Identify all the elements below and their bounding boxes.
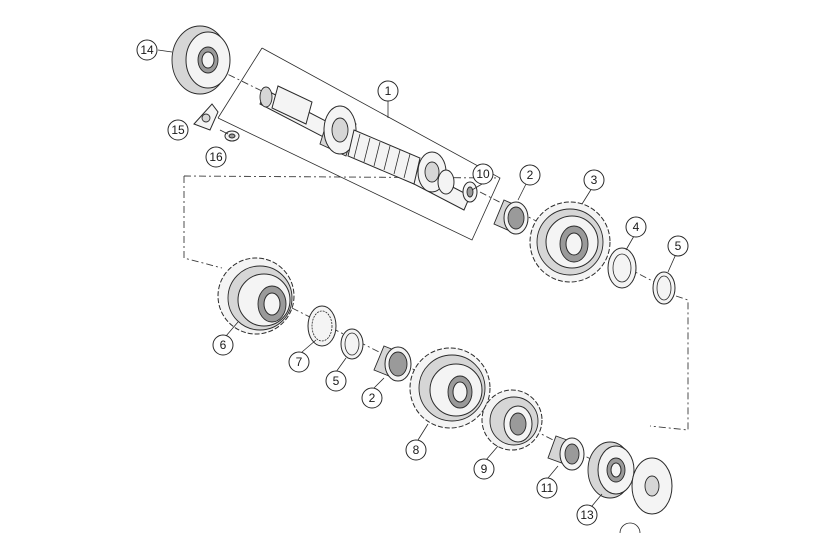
callout-5-upper: 5 xyxy=(667,235,689,257)
callout-16: 16 xyxy=(205,146,227,168)
svg-text:9: 9 xyxy=(481,462,488,476)
callout-1: 1 xyxy=(377,80,399,102)
callout-2-upper: 2 xyxy=(519,164,541,186)
callout-partial-bottom xyxy=(619,522,641,534)
callout-14: 14 xyxy=(136,39,158,61)
svg-text:14: 14 xyxy=(140,43,154,57)
leader-lines xyxy=(157,49,677,507)
gear-part-9 xyxy=(481,389,543,451)
thrust-washer-end xyxy=(631,457,673,515)
gear-part-8 xyxy=(409,347,491,429)
bearing-part-13 xyxy=(587,441,635,499)
callout-11: 11 xyxy=(536,477,558,499)
locking-plate-part-15 xyxy=(193,103,219,131)
svg-text:6: 6 xyxy=(220,338,227,352)
axis-line-upper xyxy=(214,67,269,95)
svg-text:13: 13 xyxy=(580,508,594,522)
toothed-washer-part-7 xyxy=(307,305,337,347)
callout-7: 7 xyxy=(288,351,310,373)
svg-text:3: 3 xyxy=(591,173,598,187)
callout-10: 10 xyxy=(472,163,494,185)
gear-train-dashed-boundary xyxy=(183,175,689,431)
svg-text:5: 5 xyxy=(333,374,340,388)
main-shaft-part-1 xyxy=(259,85,471,211)
svg-text:5: 5 xyxy=(675,239,682,253)
callout-2-lower: 2 xyxy=(361,387,383,409)
gear-part-3 xyxy=(529,201,611,283)
callout-15: 15 xyxy=(167,119,189,141)
callout-13: 13 xyxy=(576,504,598,526)
bearing-part-14 xyxy=(171,25,231,95)
washer-part-4 xyxy=(607,247,637,289)
svg-text:8: 8 xyxy=(413,443,420,457)
bushing-part-2-upper xyxy=(493,199,529,235)
svg-text:1: 1 xyxy=(385,84,392,98)
callout-6: 6 xyxy=(212,334,234,356)
circlip-part-5-upper xyxy=(652,271,676,305)
gear-part-6 xyxy=(217,257,295,335)
bushing-part-11 xyxy=(547,435,585,471)
svg-text:15: 15 xyxy=(171,123,185,137)
callout-9: 9 xyxy=(473,458,495,480)
callout-4: 4 xyxy=(625,216,647,238)
svg-text:11: 11 xyxy=(541,481,554,495)
screw-part-16 xyxy=(219,129,240,142)
bushing-part-2-lower xyxy=(373,345,412,382)
svg-text:4: 4 xyxy=(633,220,640,234)
shaft-assembly-box xyxy=(217,47,501,241)
needle-bearing-part-10 xyxy=(462,181,478,203)
svg-text:2: 2 xyxy=(369,391,376,405)
callout-3: 3 xyxy=(583,169,605,191)
svg-text:2: 2 xyxy=(527,168,534,182)
callout-5-lower: 5 xyxy=(325,370,347,392)
svg-text:7: 7 xyxy=(296,355,303,369)
callout-8: 8 xyxy=(405,439,427,461)
svg-text:16: 16 xyxy=(209,150,223,164)
circlip-part-5-lower xyxy=(340,328,364,360)
svg-text:10: 10 xyxy=(476,167,490,181)
